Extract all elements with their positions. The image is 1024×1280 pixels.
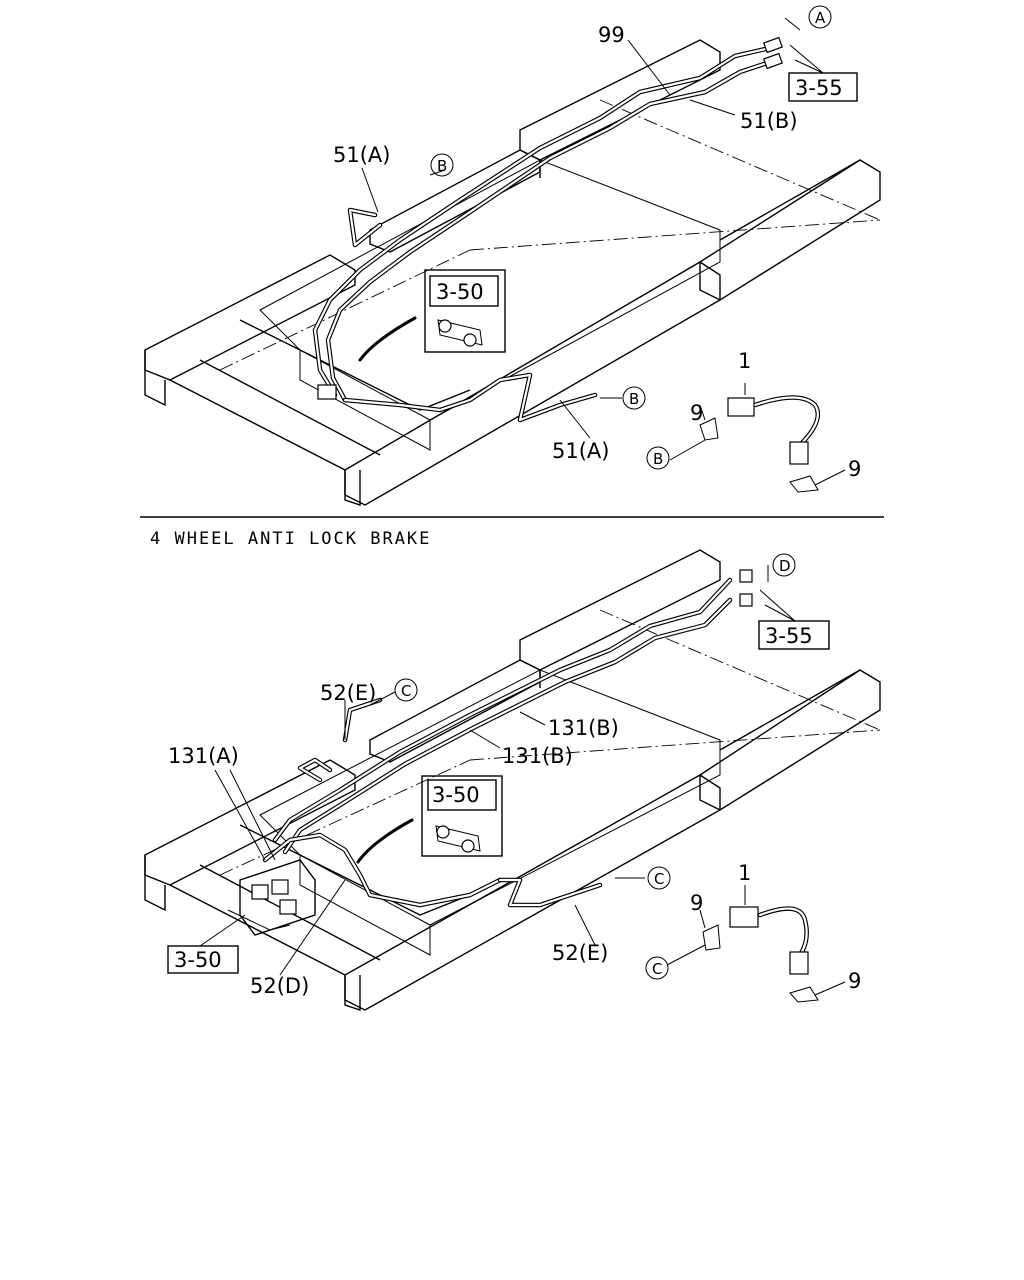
- bottom-label-9-lower: 9: [848, 969, 861, 993]
- top-label-1: 1: [738, 349, 751, 373]
- svg-text:C: C: [654, 870, 664, 888]
- bottom-label-52E-upper: 52(E): [320, 681, 376, 705]
- bottom-circle-C2: C: [647, 866, 671, 890]
- svg-text:C: C: [401, 682, 411, 700]
- top-label-9-upper: 9: [690, 401, 703, 425]
- bottom-brake-pipes: [262, 569, 753, 908]
- top-circle-B1: B: [430, 153, 454, 177]
- bottom-clip-icon-1: [702, 924, 721, 951]
- top-label-51B: 51(B): [740, 109, 798, 133]
- svg-text:B: B: [437, 157, 447, 175]
- top-frame-chassis: [144, 39, 881, 506]
- top-diagram: 3-50 3-55 A B B B: [144, 5, 881, 506]
- bottom-circle-C1: C: [394, 678, 418, 702]
- svg-text:D: D: [779, 557, 791, 575]
- bottom-label-1: 1: [738, 861, 751, 885]
- bottom-label-52E-lower: 52(E): [552, 941, 608, 965]
- bottom-label-131A: 131(A): [168, 744, 239, 768]
- svg-text:C: C: [652, 960, 662, 978]
- bottom-flexible-hose: [729, 906, 809, 975]
- top-circle-B3: B: [646, 446, 670, 470]
- svg-text:B: B: [653, 450, 663, 468]
- top-inset-3-50: [358, 269, 506, 362]
- bottom-abs-actuator: [227, 859, 316, 936]
- top-circle-B2: B: [622, 386, 646, 410]
- bottom-circle-D: D: [772, 553, 796, 577]
- svg-text:B: B: [629, 390, 639, 408]
- top-circle-A: A: [808, 5, 832, 29]
- section-title: 4 WHEEL ANTI LOCK BRAKE: [150, 529, 431, 549]
- bottom-inset-3-50: [356, 775, 503, 864]
- top-ref-3-55: 3-55: [795, 76, 843, 100]
- top-label-51A-lower: 51(A): [552, 439, 609, 463]
- top-label-9-lower: 9: [848, 457, 861, 481]
- bottom-diagram: 3-50 3-55 3-50 D C C: [144, 549, 881, 1011]
- bottom-ref-3-50-left: 3-50: [174, 948, 222, 972]
- bottom-label-131B-1: 131(B): [548, 716, 619, 740]
- bottom-ref-3-50-left-box: [167, 945, 239, 974]
- top-clip-icon-2: [789, 475, 819, 493]
- svg-text:A: A: [815, 9, 826, 27]
- bottom-clip-icon-2: [789, 986, 819, 1003]
- bottom-label-52D: 52(D): [250, 974, 309, 998]
- top-brake-pipes: [312, 36, 783, 423]
- bottom-label-131B-2: 131(B): [502, 744, 573, 768]
- top-flexible-hose: [727, 395, 821, 465]
- top-ref-3-50: 3-50: [436, 280, 484, 304]
- bottom-ref-3-50-inset: 3-50: [432, 783, 480, 807]
- bottom-circle-C3: C: [645, 956, 669, 980]
- top-clip-icon-1: [699, 417, 719, 441]
- top-label-51A-upper: 51(A): [333, 143, 390, 167]
- bottom-label-9-upper: 9: [690, 891, 703, 915]
- bottom-ref-3-55: 3-55: [765, 624, 813, 648]
- bottom-frame-chassis: [144, 549, 881, 1011]
- top-label-99: 99: [598, 23, 625, 47]
